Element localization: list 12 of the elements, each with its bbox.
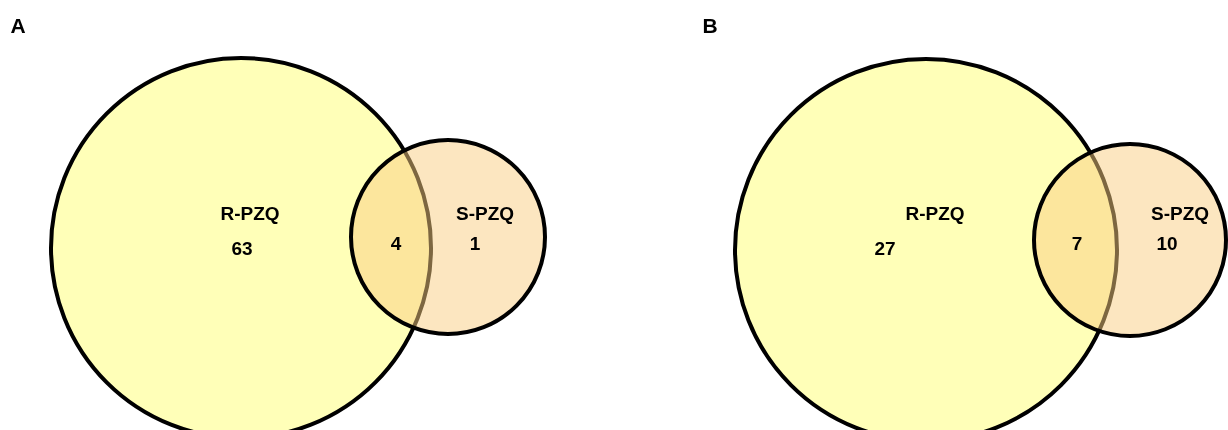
set-label: R-PZQ <box>905 203 965 223</box>
count-label: 10 <box>1156 233 1178 253</box>
count-label: 63 <box>231 238 253 258</box>
set-label: R-PZQ <box>220 203 280 223</box>
panel-letter: A <box>10 14 26 36</box>
count-label: 27 <box>874 238 896 258</box>
overlap-count: 7 <box>1071 233 1083 253</box>
panel-letter: B <box>702 14 718 36</box>
count-label: 1 <box>469 233 481 253</box>
set-label: S-PZQ <box>455 203 515 223</box>
set-label: S-PZQ <box>1150 203 1210 223</box>
overlap-count: 4 <box>390 233 402 253</box>
